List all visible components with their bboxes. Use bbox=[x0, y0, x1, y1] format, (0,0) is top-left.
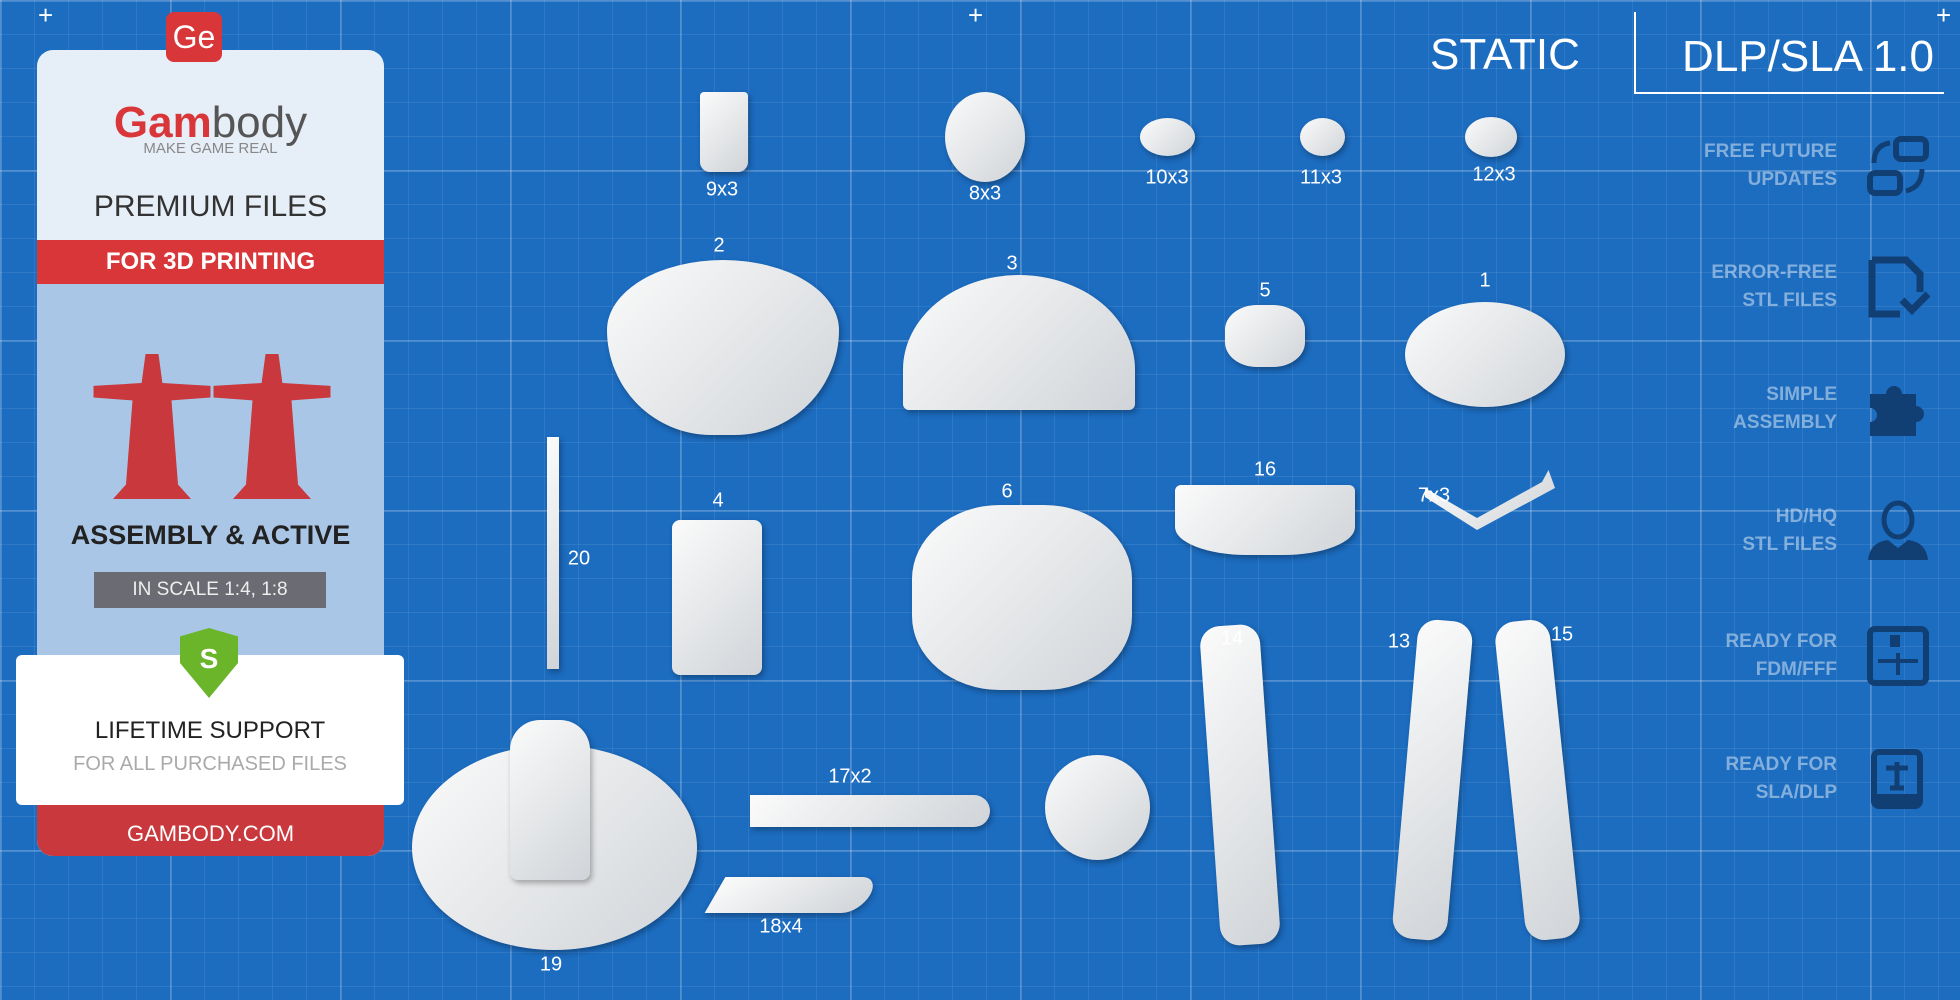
part-label: 5 bbox=[1259, 279, 1271, 302]
part-label: 16 bbox=[1253, 458, 1277, 481]
feature-line2: ASSEMBLY bbox=[1733, 412, 1837, 433]
part-17 bbox=[750, 795, 990, 827]
support-subtitle: FOR ALL PURCHASED FILES bbox=[73, 753, 347, 775]
feature-5: READY FOR SLA/DLP bbox=[1600, 751, 1837, 807]
feature-line1: SIMPLE bbox=[1766, 384, 1837, 405]
part-label: 8x3 bbox=[968, 182, 1002, 205]
sla-printer-icon bbox=[1866, 748, 1930, 810]
part-4 bbox=[672, 520, 762, 675]
part-19-post bbox=[510, 720, 590, 880]
part-label: 13 bbox=[1387, 630, 1411, 653]
crosshair-mark: + bbox=[38, 0, 54, 30]
part-18 bbox=[704, 877, 881, 913]
brand-red: Gam bbox=[113, 98, 212, 147]
part-label: 4 bbox=[712, 489, 724, 512]
feature-3: HD/HQ STL FILES bbox=[1600, 503, 1837, 559]
feature-1: ERROR-FREE STL FILES bbox=[1600, 259, 1837, 315]
part-label: 17x2 bbox=[828, 765, 872, 788]
feature-line2: STL FILES bbox=[1742, 290, 1837, 311]
gambody-logo[interactable]: Ge bbox=[166, 12, 222, 62]
assembly-title: ASSEMBLY & ACTIVE bbox=[70, 520, 351, 550]
fdm-printer-icon bbox=[1866, 625, 1930, 687]
feature-line2: STL FILES bbox=[1742, 534, 1837, 555]
feature-line1: READY FOR bbox=[1725, 754, 1837, 775]
feature-4: READY FOR FDM/FFF bbox=[1600, 628, 1837, 684]
feature-2: SIMPLE ASSEMBLY bbox=[1600, 381, 1837, 437]
feature-line1: HD/HQ bbox=[1775, 506, 1837, 527]
part-label: 20 bbox=[567, 547, 591, 570]
part-label: 7x3 bbox=[1417, 484, 1451, 507]
tagline: MAKE GAME REAL bbox=[143, 140, 278, 157]
puzzle-icon bbox=[1866, 378, 1930, 440]
version-label: DLP/SLA 1.0 bbox=[1634, 12, 1944, 94]
part-13 bbox=[1391, 618, 1474, 942]
brand-name: Gambody bbox=[37, 98, 384, 148]
part-label: 6 bbox=[1001, 480, 1013, 503]
part-12 bbox=[1465, 117, 1517, 157]
part-14 bbox=[1198, 623, 1282, 947]
part-5 bbox=[1225, 305, 1305, 367]
scale-badge: IN SCALE 1:4, 1:8 bbox=[94, 572, 326, 608]
part-label: 18x4 bbox=[759, 915, 803, 938]
part-20 bbox=[547, 437, 559, 669]
part-label: 12x3 bbox=[1472, 163, 1516, 186]
static-label: STATIC bbox=[1430, 30, 1580, 79]
part-label: 10x3 bbox=[1145, 166, 1189, 189]
feature-line2: SLA/DLP bbox=[1755, 782, 1837, 803]
part-3 bbox=[903, 275, 1135, 410]
part-16 bbox=[1175, 485, 1355, 555]
file-check-icon bbox=[1866, 256, 1931, 318]
part-label: 11x3 bbox=[1300, 166, 1342, 189]
feature-line1: READY FOR bbox=[1725, 631, 1837, 652]
figure-static-illustration bbox=[93, 354, 211, 499]
premium-title: PREMIUM FILES bbox=[93, 190, 328, 223]
part-6 bbox=[912, 505, 1132, 690]
part-15 bbox=[1493, 618, 1582, 942]
feature-line1: ERROR-FREE bbox=[1711, 262, 1837, 283]
part-label: 1 bbox=[1479, 269, 1491, 292]
brand-grey: body bbox=[211, 98, 308, 147]
updates-icon bbox=[1866, 135, 1930, 197]
part-1 bbox=[1405, 302, 1565, 407]
feature-line2: FDM/FFF bbox=[1755, 659, 1837, 680]
figure-active-illustration bbox=[213, 354, 331, 499]
gear-part bbox=[1045, 755, 1150, 860]
part-9 bbox=[700, 92, 748, 172]
part-label: 15 bbox=[1550, 623, 1574, 646]
part-label: 3 bbox=[1006, 252, 1018, 275]
crosshair-mark: + bbox=[1936, 0, 1952, 30]
part-11 bbox=[1300, 118, 1345, 156]
feature-line1: FREE FUTURE bbox=[1704, 141, 1837, 162]
printing-banner: FOR 3D PRINTING bbox=[37, 240, 384, 284]
part-8 bbox=[945, 92, 1025, 182]
feature-line2: UPDATES bbox=[1747, 169, 1837, 190]
part-label: 2 bbox=[713, 234, 725, 257]
feature-0: FREE FUTURE UPDATES bbox=[1600, 138, 1837, 194]
part-label: 14 bbox=[1220, 627, 1244, 650]
part-10 bbox=[1140, 118, 1195, 156]
part-label: 9x3 bbox=[705, 178, 739, 201]
ironman-icon bbox=[1866, 500, 1930, 562]
support-title: LIFETIME SUPPORT bbox=[94, 717, 326, 744]
part-2 bbox=[607, 260, 839, 435]
crosshair-mark: + bbox=[968, 0, 984, 30]
part-label: 19 bbox=[539, 953, 563, 976]
site-link[interactable]: GAMBODY.COM bbox=[37, 804, 384, 856]
